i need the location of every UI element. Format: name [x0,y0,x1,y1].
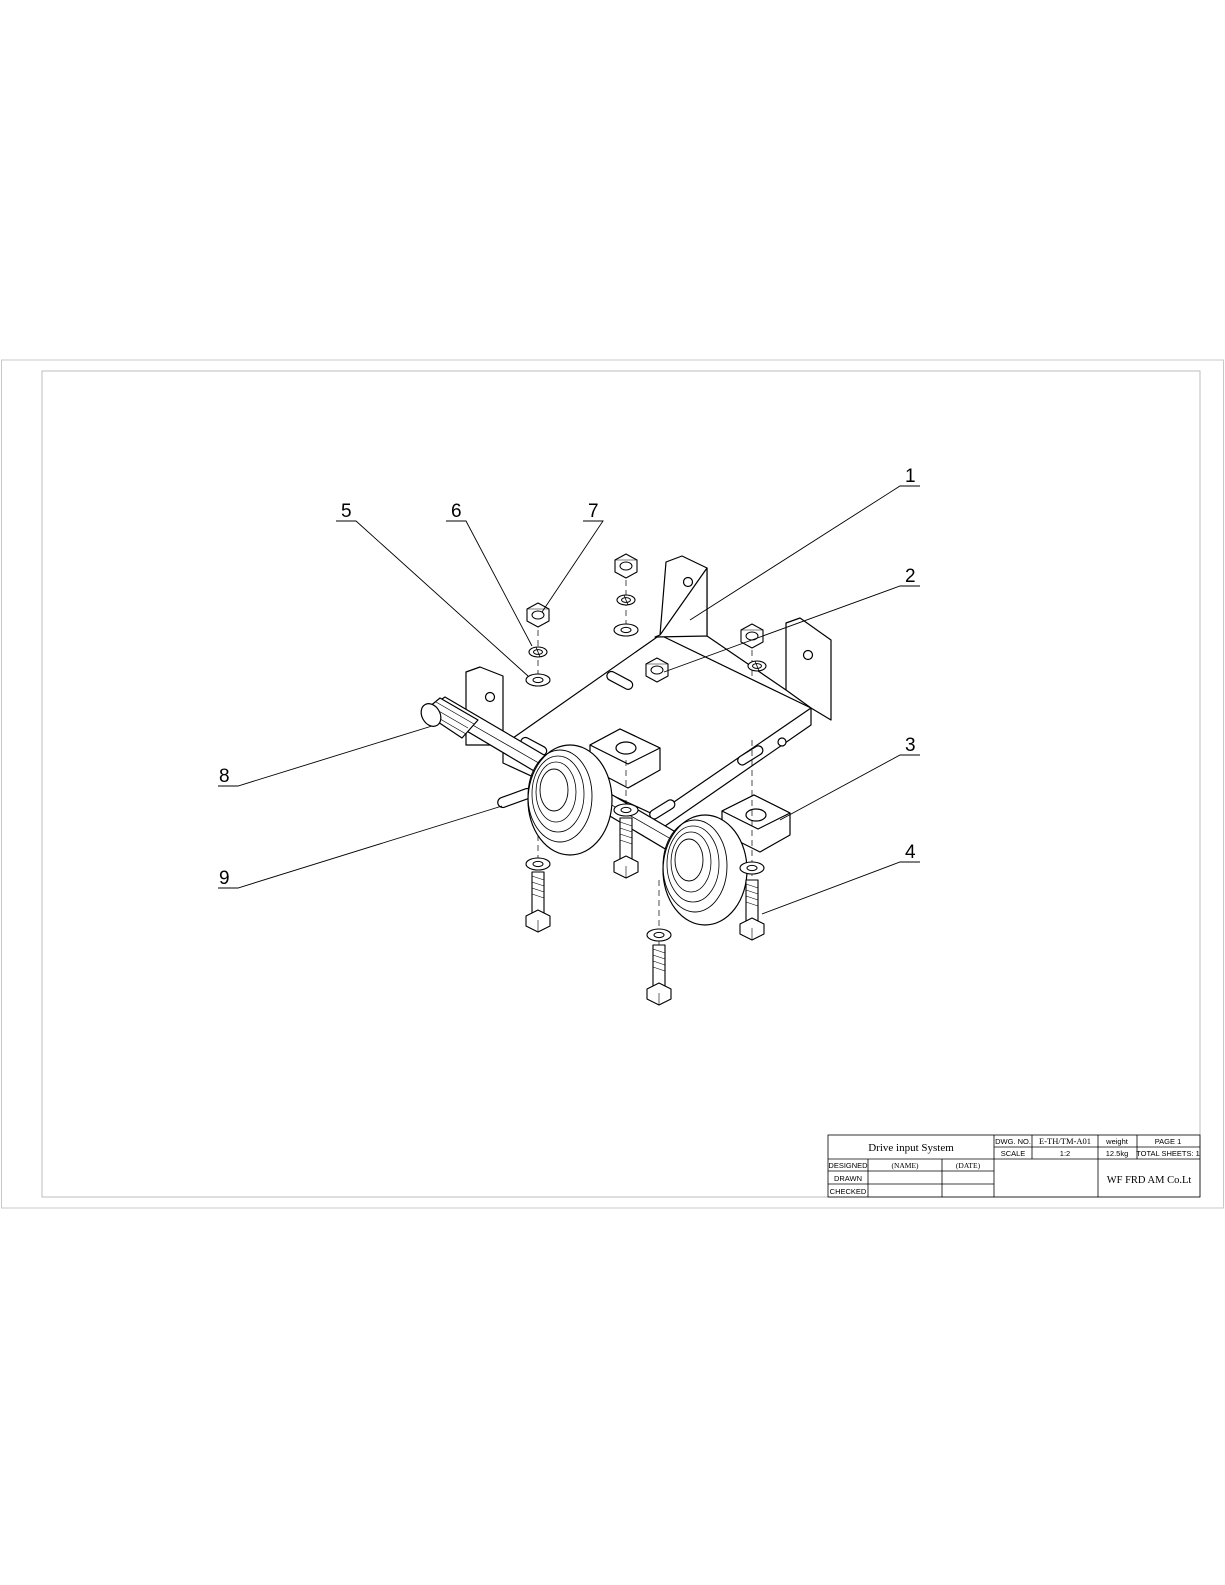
scale-label: SCALE [1001,1149,1026,1158]
callout-5: 5 [341,501,352,522]
callout-1: 1 [905,466,916,487]
weight-value: 12.5kg [1106,1149,1129,1158]
callout-2: 2 [905,566,916,587]
leader-3 [780,755,920,820]
total-sheets: TOTAL SHEETS: 1 [1136,1149,1200,1158]
callout-8: 8 [219,766,230,787]
bolt-left [526,872,550,932]
callout-7: 7 [588,501,599,522]
name-header: (NAME) [891,1161,919,1170]
leader-4 [762,862,920,914]
callout-6: 6 [451,501,462,522]
leader-9 [218,806,502,888]
weight-label: weight [1105,1137,1129,1146]
hardware-stack-right [741,624,766,671]
leader-6 [446,521,532,646]
drawn-label: DRAWN [834,1174,862,1183]
callout-4: 4 [905,842,916,863]
base-nut [646,658,668,682]
scale-value: 1:2 [1060,1149,1070,1158]
bearing-left [528,745,612,855]
bolt-front [647,945,671,1005]
callout-3: 3 [905,735,916,756]
designed-label: DESIGNED [828,1161,868,1170]
dwg-no-value: E-TH/TM-A01 [1039,1136,1091,1146]
page-label: PAGE 1 [1155,1137,1182,1146]
date-header: (DATE) [956,1161,981,1170]
lower-washer-left [526,858,550,870]
company-name: WF FRD AM Co.Lt [1107,1175,1192,1186]
title-block: Drive input System DWG. NO. E-TH/TM-A01 … [828,1135,1200,1197]
hardware-stack-centre [614,554,638,636]
assembly-illustration [417,554,831,1005]
lower-washer-centre [614,804,638,816]
leader-5 [336,521,528,676]
lower-washer-right [740,862,764,874]
leader-1 [690,486,920,620]
bearing-right [663,815,747,925]
lower-washer-front [647,929,671,941]
leader-7 [542,521,603,612]
callout-9: 9 [219,868,230,889]
leader-8 [218,726,432,786]
drawing-title: Drive input System [868,1142,954,1154]
dwg-no-label: DWG. NO. [995,1137,1031,1146]
checked-label: CHECKED [830,1187,867,1196]
